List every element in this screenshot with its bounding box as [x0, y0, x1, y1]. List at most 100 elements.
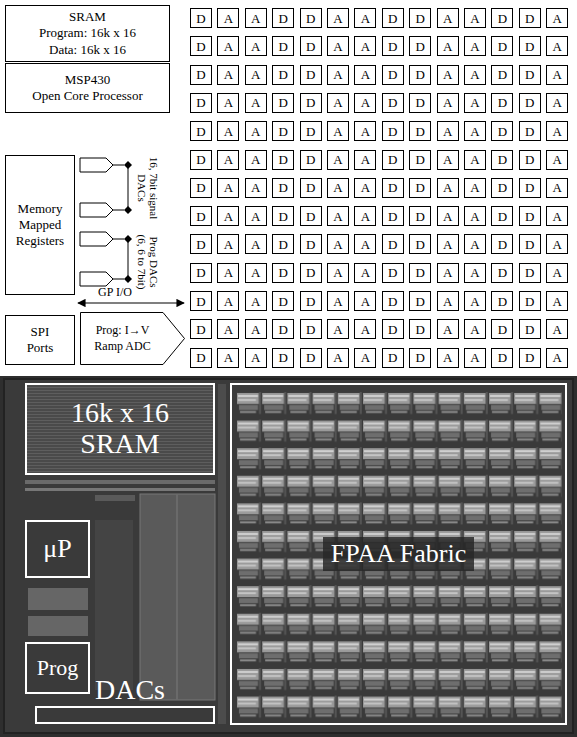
fabric-cell: D — [272, 8, 294, 28]
fabric-cell: A — [245, 36, 267, 56]
cell-letter: A — [361, 40, 370, 53]
die-region-label: Prog — [25, 642, 90, 694]
cell-letter: D — [525, 238, 534, 251]
cell-letter: D — [278, 125, 287, 138]
fabric-cell: A — [217, 65, 239, 85]
cell-letter: A — [470, 96, 479, 109]
fabric-cell: D — [409, 348, 431, 368]
cell-letter: D — [415, 125, 424, 138]
fabric-cell: D — [382, 178, 404, 198]
fabric-cell: D — [519, 206, 541, 226]
fabric-cell: D — [491, 348, 513, 368]
fabric-cell: D — [519, 234, 541, 254]
cell-letter: A — [361, 125, 370, 138]
cell-letter: D — [525, 125, 534, 138]
fabric-cell: D — [409, 121, 431, 141]
cell-letter: A — [552, 96, 561, 109]
cell-letter: A — [470, 125, 479, 138]
cell-letter: A — [552, 210, 561, 223]
fabric-cell: A — [327, 206, 349, 226]
cell-letter: D — [278, 68, 287, 81]
cell-letter: D — [306, 96, 315, 109]
cell-letter: A — [552, 125, 561, 138]
fabric-cell: A — [464, 348, 486, 368]
cell-letter: D — [498, 210, 507, 223]
cell-letter: D — [498, 125, 507, 138]
fabric-cell: D — [300, 36, 322, 56]
cell-letter: A — [224, 295, 233, 308]
cell-letter: A — [470, 238, 479, 251]
cell-letter: A — [552, 266, 561, 279]
fabric-cell: D — [519, 121, 541, 141]
cell-letter: A — [470, 351, 479, 364]
fabric-cell: D — [272, 234, 294, 254]
cell-letter: A — [361, 96, 370, 109]
port-block: SPI Ports — [5, 315, 75, 365]
fabric-cell: A — [464, 65, 486, 85]
cell-letter: D — [196, 153, 205, 166]
fabric-cell: A — [437, 348, 459, 368]
cell-letter: A — [251, 68, 260, 81]
cell-letter: D — [278, 295, 287, 308]
fabric-cell: A — [327, 36, 349, 56]
fabric-cell: A — [354, 291, 376, 311]
cell-letter: D — [498, 12, 507, 25]
cell-letter: D — [196, 238, 205, 251]
fabric-cell: D — [272, 121, 294, 141]
fabric-cell: A — [217, 234, 239, 254]
cell-letter: A — [552, 351, 561, 364]
fabric-cell: D — [409, 8, 431, 28]
cell-letter: D — [525, 323, 534, 336]
cell-letter: A — [224, 96, 233, 109]
cell-letter: D — [278, 181, 287, 194]
cell-letter: D — [196, 12, 205, 25]
fabric-cell: D — [190, 263, 212, 283]
fabric-cell: D — [190, 291, 212, 311]
fabric-cell: A — [327, 319, 349, 339]
block-label: MSP430 — [65, 72, 111, 88]
fabric-cell: A — [437, 263, 459, 283]
cell-letter: A — [361, 153, 370, 166]
processor-block: MSP430Open Core Processor — [5, 63, 170, 113]
fabric-cell: D — [519, 150, 541, 170]
fabric-cell: D — [519, 65, 541, 85]
die-region-label: DACs — [35, 706, 215, 724]
cell-letter: A — [224, 266, 233, 279]
cell-letter: A — [333, 181, 342, 194]
fabric-cell: D — [300, 234, 322, 254]
fabric-cell: D — [519, 291, 541, 311]
fabric-cell: D — [519, 319, 541, 339]
fabric-cell: D — [272, 65, 294, 85]
block-label: 16k x 16 SRAM — [45, 398, 195, 460]
die-region-label: FPAA Fabric — [230, 383, 567, 725]
fabric-cell: A — [354, 178, 376, 198]
fabric-cell: A — [217, 206, 239, 226]
fabric-cell: D — [272, 206, 294, 226]
cell-letter: D — [388, 125, 397, 138]
cell-letter: D — [525, 153, 534, 166]
fabric-cell: D — [409, 36, 431, 56]
cell-letter: D — [415, 210, 424, 223]
fabric-cell: A — [354, 206, 376, 226]
fabric-cell: A — [464, 319, 486, 339]
cell-letter: A — [333, 12, 342, 25]
cell-letter: D — [306, 266, 315, 279]
cell-letter: D — [196, 96, 205, 109]
fabric-cell: A — [546, 8, 568, 28]
fabric-cell: A — [327, 65, 349, 85]
cell-letter: D — [306, 351, 315, 364]
cell-letter: D — [498, 238, 507, 251]
fabric-cell: D — [382, 234, 404, 254]
fabric-cell: A — [245, 291, 267, 311]
cell-letter: A — [251, 181, 260, 194]
fabric-cell: A — [437, 150, 459, 170]
fabric-cell: D — [190, 319, 212, 339]
fabric-cell: D — [190, 178, 212, 198]
cell-letter: D — [278, 12, 287, 25]
fabric-cell: D — [382, 319, 404, 339]
fabric-cell: A — [546, 263, 568, 283]
block-label: Data: 16k x 16 — [49, 42, 126, 58]
dac-group-label: Prog DACs (6, 6 to 7bit) — [136, 231, 160, 293]
cell-letter: A — [470, 210, 479, 223]
fabric-cell: A — [546, 93, 568, 113]
